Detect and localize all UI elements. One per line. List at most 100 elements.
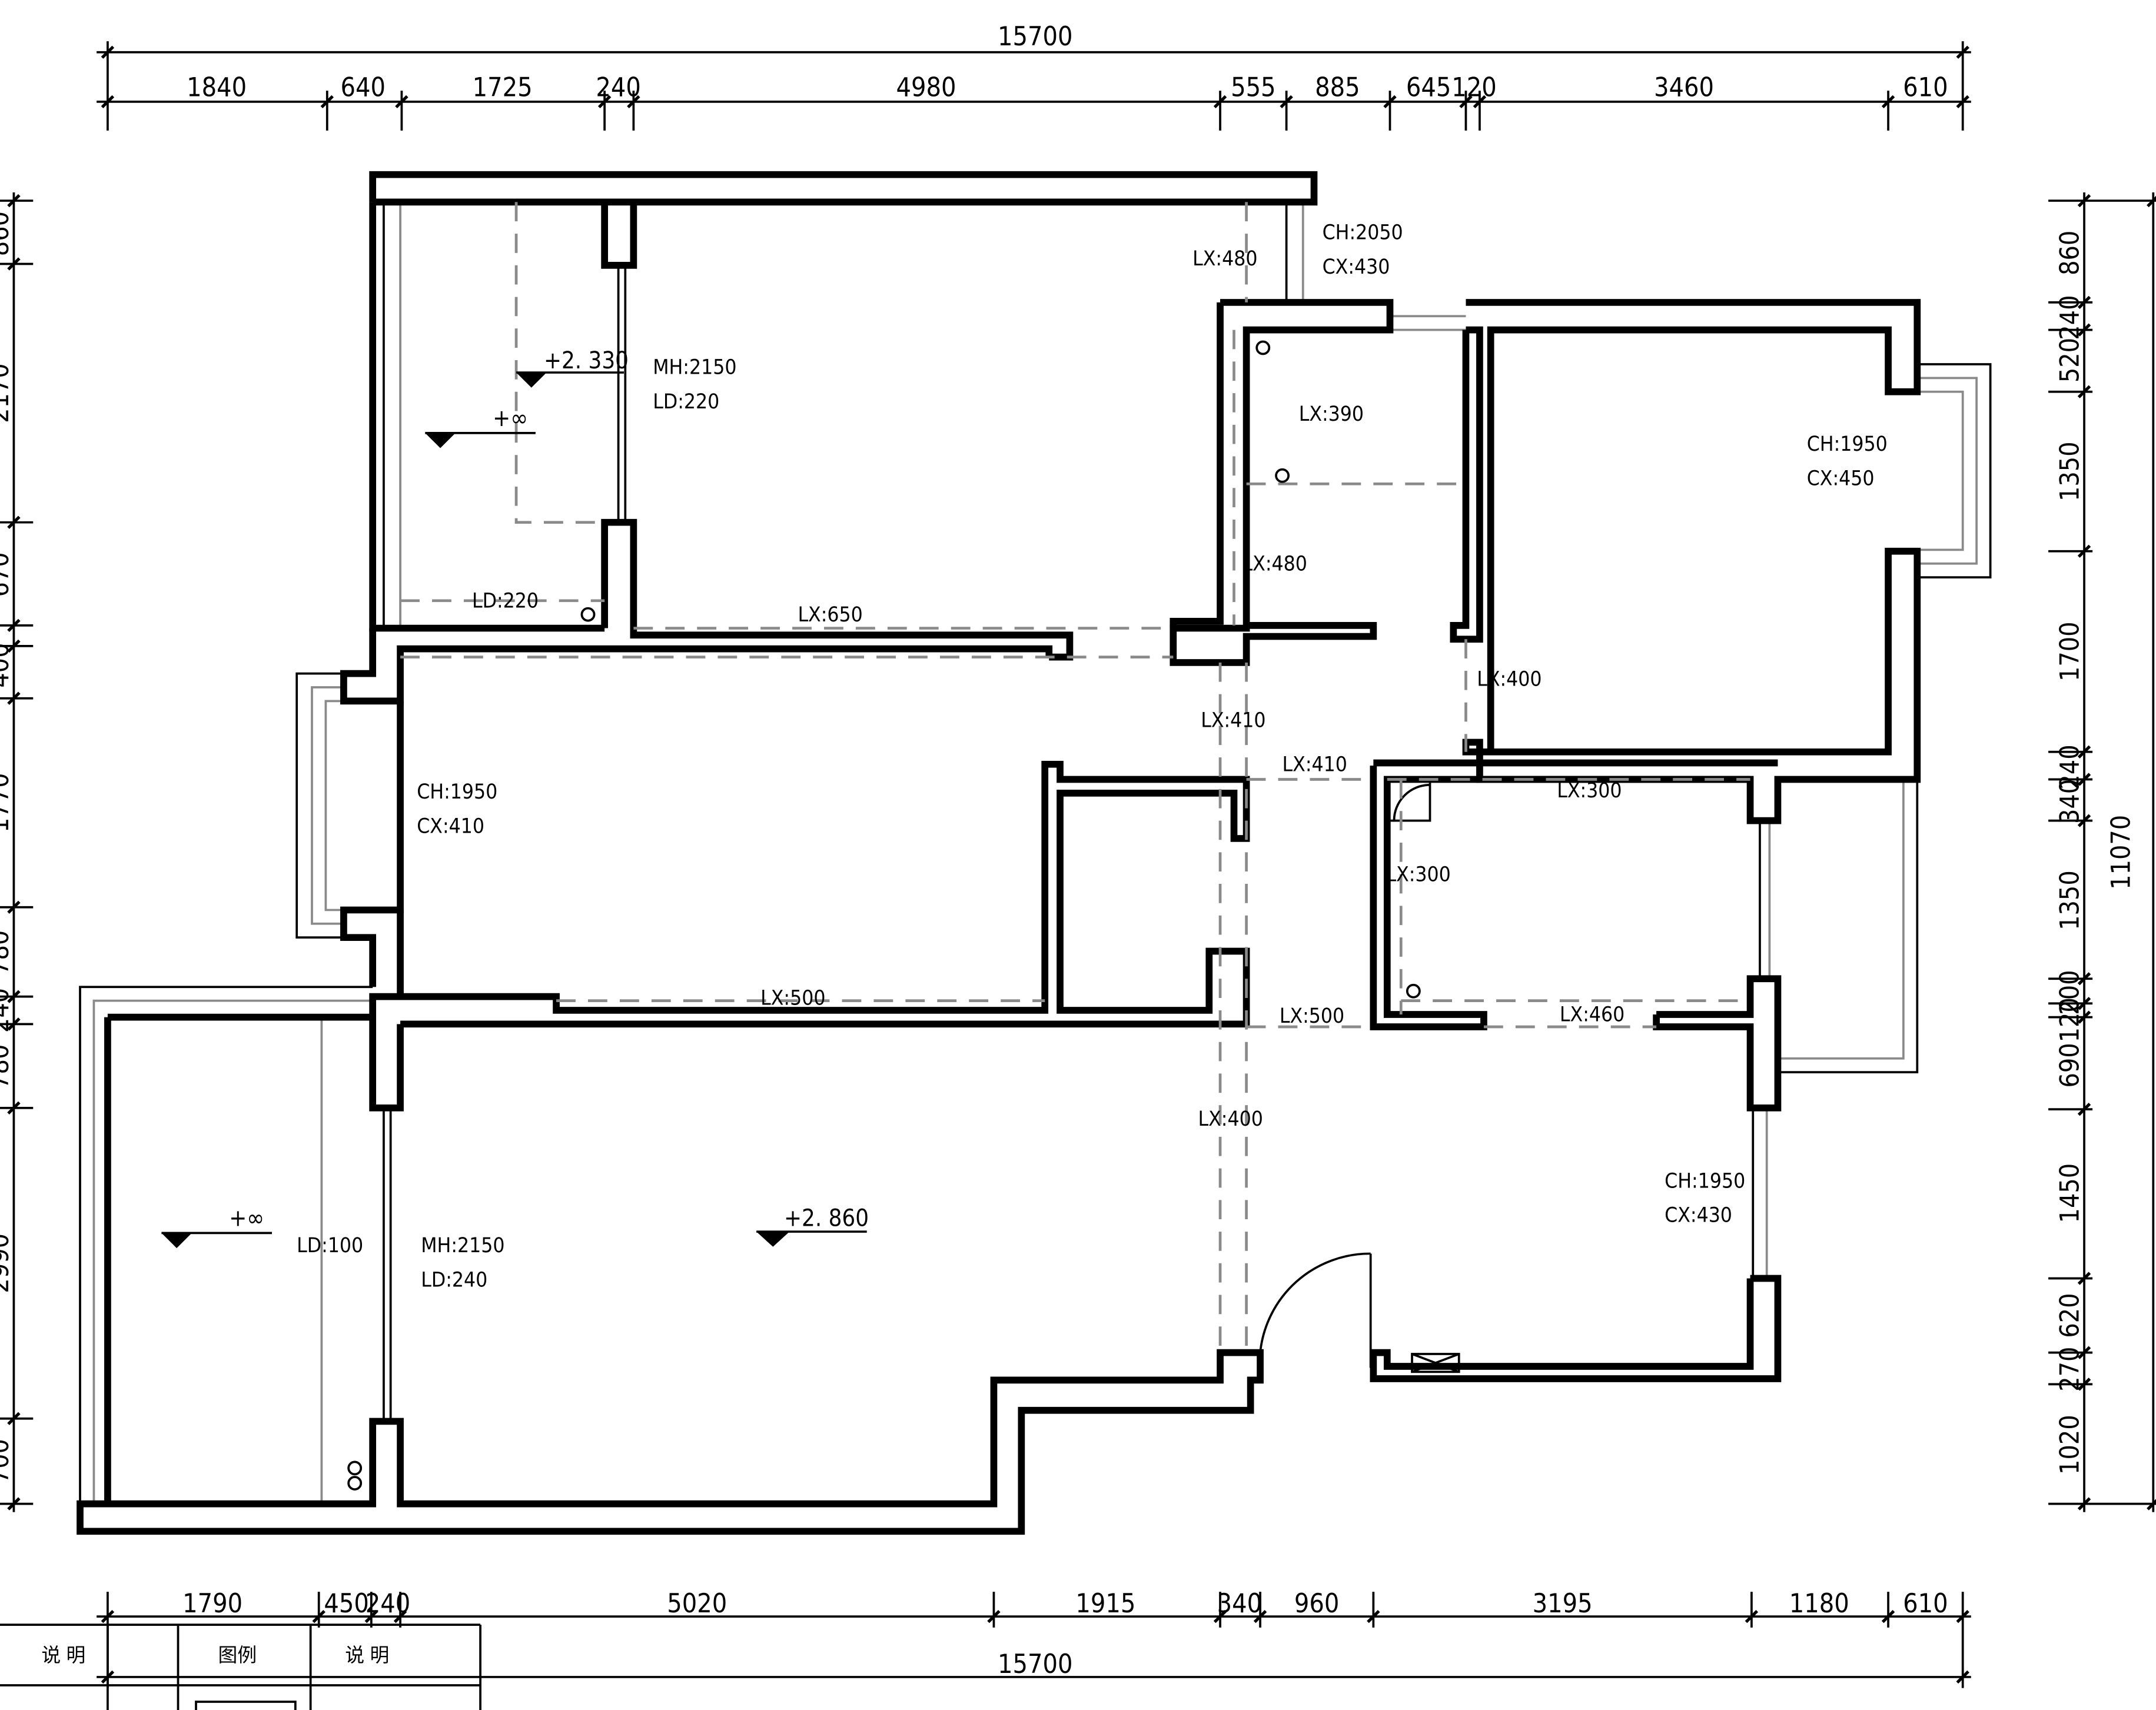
level-top-label: +2. 330 — [544, 347, 629, 374]
window-outlines — [79, 202, 1992, 1504]
ld-bottom-left: LD:100 — [297, 1233, 363, 1257]
level-marker-bottom-zero: +∞ — [161, 1205, 272, 1249]
top-dim-8: 645 — [1406, 73, 1451, 103]
cx-right-top: CX:450 — [1807, 467, 1875, 491]
lx-410-b: LX:410 — [1283, 753, 1347, 777]
bottom-dim-2: 450 — [324, 1589, 369, 1619]
legend-col-1: 说 明 — [41, 1644, 85, 1666]
right-dim-1: 860 — [2055, 231, 2085, 275]
left-dimensions: 860 2170 670 400 1770 780 240 780 2990 7… — [0, 192, 34, 1512]
right-dim-13: 620 — [2055, 1293, 2085, 1338]
top-dimensions: 15700 1840 640 1725 240 4980 555 885 645… — [97, 22, 1971, 131]
left-dim-8: 780 — [0, 1044, 15, 1089]
drain-1 — [580, 607, 596, 622]
drain-2 — [1255, 340, 1271, 355]
right-dim-4: 1350 — [2055, 441, 2085, 501]
mh-bottom: MH:2150 — [421, 1233, 504, 1257]
legend-col-2: 图例 — [218, 1644, 257, 1666]
top-dim-7: 885 — [1315, 73, 1360, 103]
lx-650: LX:650 — [798, 603, 862, 627]
ch-right-low: CH:1950 — [1665, 1169, 1745, 1193]
balcony-window-ch: CH:2050 — [1323, 221, 1403, 245]
lx-460: LX:460 — [1560, 1003, 1625, 1027]
right-dimensions: 860 240 520 1350 1700 240 340 1350 200 1… — [2048, 192, 2156, 1512]
ch-right-top: CH:1950 — [1807, 432, 1888, 456]
left-dim-6: 780 — [0, 930, 15, 975]
lx-500-b: LX:500 — [1280, 1004, 1344, 1028]
legend-col-3: 说 明 — [345, 1644, 389, 1666]
bottom-dim-9: 1180 — [1789, 1589, 1849, 1619]
bottom-dim-3: 240 — [366, 1589, 411, 1619]
level-main-label: +2. 860 — [784, 1205, 869, 1232]
legend-table: 说 明 图例 说 明 — [0, 1623, 481, 1710]
level-markers: +2. 330 +∞ +∞ +2. 860 — [161, 347, 869, 1249]
ld-top: LD:220 — [653, 390, 719, 414]
mh-top: MH:2150 — [653, 355, 736, 379]
right-dim-10: 120 — [2055, 997, 2085, 1042]
level-bottom-zero-label: +∞ — [229, 1205, 264, 1232]
walls — [77, 171, 1921, 1535]
cx-right-low: CX:430 — [1665, 1203, 1732, 1227]
overall-width-top: 15700 — [998, 22, 1072, 52]
right-dim-15: 1020 — [2055, 1415, 2085, 1475]
ch-left-mid: CH:1950 — [417, 780, 497, 804]
dashed-lines — [400, 202, 1750, 1353]
left-dim-9: 2990 — [0, 1233, 15, 1293]
left-dim-5: 1770 — [0, 773, 15, 833]
level-marker-top-zero: +∞ — [425, 405, 536, 448]
meter-box — [1411, 1353, 1460, 1373]
left-dim-7: 240 — [0, 988, 15, 1033]
fixtures — [347, 340, 1460, 1491]
bottom-dim-7: 960 — [1294, 1589, 1340, 1619]
cx-left-mid: CX:410 — [417, 814, 484, 839]
top-dim-11: 610 — [1903, 73, 1948, 103]
level-marker-top: +2. 330 — [516, 347, 629, 388]
drain-3 — [1275, 468, 1290, 483]
overall-width-bottom: 15700 — [998, 1649, 1072, 1679]
level-top-zero-label: +∞ — [493, 405, 528, 432]
lx-400-bottom: LX:400 — [1198, 1107, 1263, 1131]
right-dim-9: 200 — [2055, 970, 2085, 1014]
left-dim-1: 860 — [0, 211, 15, 256]
right-dim-3: 520 — [2055, 338, 2085, 382]
top-dim-3: 1725 — [473, 73, 533, 103]
right-dim-6: 240 — [2055, 744, 2085, 789]
drain-4 — [1406, 983, 1421, 999]
lx-300-b: LX:300 — [1386, 862, 1450, 886]
right-dim-11: 690 — [2055, 1043, 2085, 1087]
left-dim-10: 700 — [0, 1439, 15, 1483]
lx-480-top: LX:480 — [1192, 247, 1257, 271]
right-dim-5: 1700 — [2055, 621, 2085, 681]
annotations: CH:2050 CX:430 LX:480 MH:2150 LD:220 LD:… — [297, 221, 1888, 1292]
drain-5 — [347, 1461, 363, 1476]
overall-height-right: 11070 — [2106, 815, 2136, 890]
bottom-dim-4: 5020 — [667, 1589, 727, 1619]
left-dim-3: 670 — [0, 552, 15, 597]
level-marker-main: +2. 860 — [756, 1205, 869, 1247]
bottom-dim-8: 3195 — [1533, 1589, 1593, 1619]
top-dim-2: 640 — [341, 73, 386, 103]
bottom-dim-6: 340 — [1217, 1589, 1263, 1619]
top-dim-5: 4980 — [896, 73, 956, 103]
lx-390: LX:390 — [1299, 402, 1364, 426]
lx-400-right: LX:400 — [1477, 667, 1542, 691]
balcony-window-cx: CX:430 — [1323, 255, 1390, 279]
lx-500-a: LX:500 — [760, 986, 825, 1010]
top-dim-1: 1840 — [187, 73, 247, 103]
top-dim-10: 3460 — [1654, 73, 1714, 103]
right-dim-2: 240 — [2055, 295, 2085, 340]
drain-6 — [347, 1476, 363, 1491]
ld-left-balcony: LD:220 — [472, 589, 539, 613]
bottom-dim-10: 610 — [1903, 1589, 1948, 1619]
lx-480-mid: LX:480 — [1243, 552, 1307, 576]
right-dim-14: 270 — [2055, 1347, 2085, 1392]
top-dim-6: 555 — [1231, 73, 1276, 103]
top-dim-4: 240 — [596, 73, 641, 103]
bottom-dim-1: 1790 — [182, 1589, 242, 1619]
left-dim-2: 2170 — [0, 363, 15, 423]
left-dim-4: 400 — [0, 643, 15, 688]
ld-bottom: LD:240 — [421, 1268, 487, 1292]
top-dim-9: 120 — [1451, 73, 1497, 103]
right-dim-8: 1350 — [2055, 870, 2085, 930]
